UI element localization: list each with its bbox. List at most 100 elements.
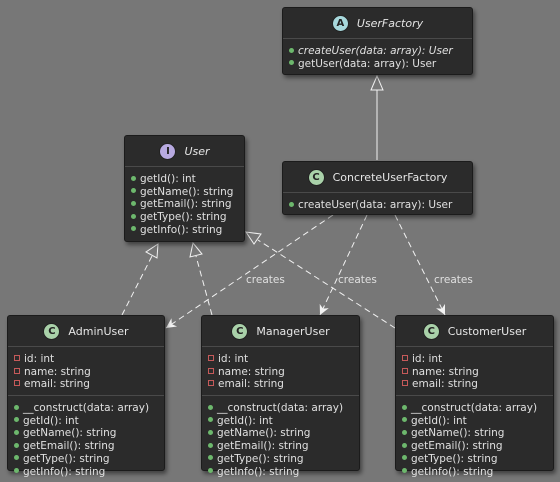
method-list: __construct(data: array) getId(): int ge… (202, 399, 359, 482)
public-method-icon (208, 442, 213, 448)
public-method-icon (131, 200, 136, 206)
method-row: getName(): string (131, 186, 238, 199)
method-row: getName(): string (208, 427, 353, 440)
public-method-icon (131, 213, 136, 219)
creates-manager (319, 214, 368, 316)
method-row: getEmail(): string (208, 440, 353, 453)
implements-user-admin (121, 243, 159, 316)
public-method-icon (402, 429, 407, 435)
method-row: getEmail(): string (131, 198, 238, 211)
class-header: C AdminUser (8, 316, 164, 346)
public-method-icon (289, 201, 294, 207)
public-method-icon (208, 429, 213, 435)
method-row: createUser(data: array): User (289, 45, 466, 58)
method-row: getName(): string (14, 427, 158, 440)
class-icon: C (231, 322, 249, 340)
method-list: createUser(data: array): User getUser(da… (283, 42, 472, 74)
public-method-icon (208, 455, 213, 461)
public-method-icon (208, 468, 213, 473)
private-field-icon (14, 355, 20, 361)
class-header: C ManagerUser (202, 316, 359, 346)
method-list: __construct(data: array) getId(): int ge… (8, 399, 164, 482)
field-row: name: string (208, 366, 353, 379)
public-method-icon (402, 455, 407, 461)
class-icon: C (43, 322, 61, 340)
method-row: getId(): int (208, 415, 353, 428)
field-row: email: string (208, 378, 353, 391)
private-field-icon (208, 367, 214, 374)
method-row: getUser(data: array): User (289, 58, 466, 71)
field-row: id: int (208, 353, 353, 366)
creates-label-manager: creates (338, 274, 377, 286)
field-row: name: string (14, 366, 158, 379)
method-list: __construct(data: array) getId(): int ge… (396, 399, 553, 482)
class-manageruser[interactable]: C ManagerUser id: int name: string email… (201, 315, 360, 478)
method-row: getInfo(): string (14, 466, 158, 479)
method-row: getEmail(): string (402, 440, 547, 453)
method-list: getId(): int getName(): string getEmail(… (125, 170, 244, 240)
class-header: C ConcreteUserFactory (283, 162, 472, 192)
extends-userfactory (370, 74, 384, 160)
private-field-icon (14, 367, 20, 374)
class-header: A UserFactory (283, 8, 472, 38)
field-row: id: int (14, 353, 158, 366)
field-row: name: string (402, 366, 547, 379)
private-field-icon (402, 367, 408, 374)
public-method-icon (14, 417, 19, 423)
field-row: email: string (14, 378, 158, 391)
method-row: getInfo(): string (131, 224, 238, 237)
private-field-icon (14, 380, 20, 387)
class-name: AdminUser (68, 324, 129, 338)
method-row: createUser(data: array): User (289, 199, 466, 212)
public-method-icon (131, 188, 136, 194)
implements-user-customer (244, 231, 396, 329)
public-method-icon (14, 442, 19, 448)
public-method-icon (402, 417, 407, 423)
class-user[interactable]: I User getId(): int getName(): string ge… (124, 135, 245, 242)
public-method-icon (14, 404, 19, 410)
public-method-icon (289, 47, 294, 53)
public-method-icon (402, 404, 407, 410)
public-method-icon (289, 60, 294, 66)
method-row: getName(): string (402, 427, 547, 440)
creates-label-admin: creates (246, 274, 285, 286)
field-row: id: int (402, 353, 547, 366)
class-name: UserFactory (356, 16, 424, 30)
interface-icon: I (159, 142, 177, 160)
class-name: CustomerUser (447, 324, 527, 338)
public-method-icon (402, 442, 407, 448)
method-row: getId(): int (14, 415, 158, 428)
public-method-icon (14, 429, 19, 435)
field-list: id: int name: string email: string (202, 350, 359, 395)
private-field-icon (402, 380, 408, 387)
creates-customer (394, 214, 446, 316)
public-method-icon (14, 468, 19, 473)
class-customeruser[interactable]: C CustomerUser id: int name: string emai… (395, 315, 554, 478)
method-row: getId(): int (402, 415, 547, 428)
private-field-icon (402, 355, 408, 361)
method-row: getInfo(): string (208, 466, 353, 479)
class-concreteuserfactory[interactable]: C ConcreteUserFactory createUser(data: a… (282, 161, 473, 215)
creates-label-customer: creates (434, 274, 473, 286)
public-method-icon (14, 455, 19, 461)
public-method-icon (208, 404, 213, 410)
class-name: ManagerUser (256, 324, 330, 338)
method-row: getType(): string (14, 453, 158, 466)
field-row: email: string (402, 378, 547, 391)
method-row: getType(): string (402, 453, 547, 466)
public-method-icon (208, 417, 213, 423)
class-header: I User (125, 136, 244, 166)
public-method-icon (131, 226, 136, 232)
method-row: getInfo(): string (402, 466, 547, 479)
class-adminuser[interactable]: C AdminUser id: int name: string email: … (7, 315, 165, 478)
method-row: getType(): string (208, 453, 353, 466)
creates-admin (165, 214, 334, 329)
private-field-icon (208, 355, 214, 361)
method-row: __construct(data: array) (402, 402, 547, 415)
class-name: ConcreteUserFactory (332, 170, 448, 184)
private-field-icon (208, 380, 214, 387)
field-list: id: int name: string email: string (396, 350, 553, 395)
field-list: id: int name: string email: string (8, 350, 164, 395)
class-userfactory[interactable]: A UserFactory createUser(data: array): U… (282, 7, 473, 75)
